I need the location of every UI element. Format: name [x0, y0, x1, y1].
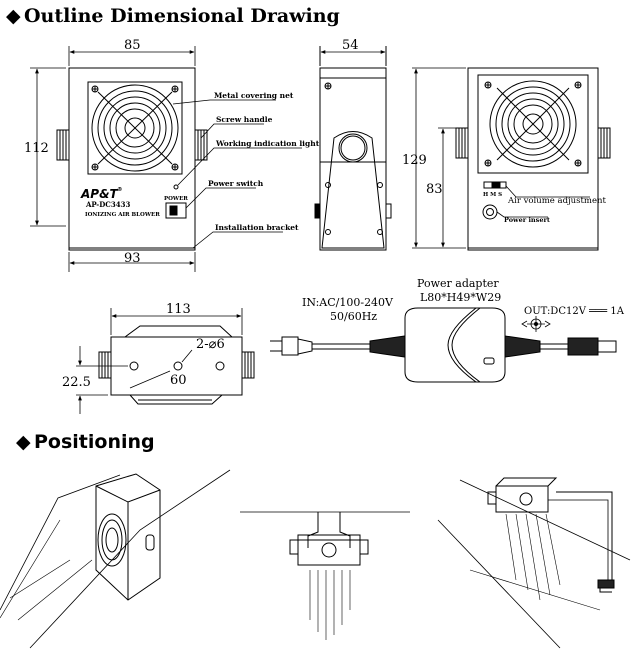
- callout-power-switch: Power switch: [208, 179, 264, 188]
- dc-barrel-connector-icon: [567, 337, 599, 356]
- air-speed-letters: H M S: [483, 192, 502, 198]
- positioning-title: Positioning: [34, 431, 155, 453]
- adapter-size: L80*H49*W29: [420, 291, 501, 304]
- airflow-lines: [309, 570, 351, 640]
- dc-polarity-icon: [530, 318, 542, 330]
- screw-handle-knob-icon: [56, 129, 208, 161]
- model-label: AP-DC3433: [85, 200, 130, 209]
- clamp-icon: [597, 579, 615, 589]
- front-view: [56, 67, 208, 251]
- back-body-outline: [467, 67, 599, 251]
- positioning-overhead-illustration: [240, 511, 410, 640]
- back-fan-housing: [477, 74, 589, 174]
- positioning-section-header: ◆ Positioning: [16, 431, 155, 453]
- bottom-knob-icon: [98, 351, 255, 379]
- indicator-light-icon: [173, 184, 179, 190]
- ac-plug-icon: [281, 336, 299, 356]
- adapter-title: Power adapter: [417, 277, 499, 290]
- front-dimension-lines: [30, 46, 196, 272]
- bench-airflow-lines: [505, 513, 561, 601]
- power-insert-label: Power insert: [504, 216, 550, 224]
- bullet-diamond-icon: ◆: [6, 5, 21, 27]
- adapter-body: [404, 307, 506, 383]
- adapter-input-voltage: IN:AC/100-240V: [302, 296, 394, 309]
- power-adapter-drawing: [270, 307, 617, 383]
- callout-screw-handle: Screw handle: [216, 115, 273, 124]
- outline-section-header: ◆ Outline Dimensional Drawing: [6, 5, 340, 27]
- hole-spacing-dim: 60: [170, 373, 187, 388]
- side-bracket-outline: [321, 131, 385, 249]
- hole-spec-label: 2-⌀6: [196, 337, 225, 352]
- front-base-dim: 93: [124, 251, 141, 266]
- callout-installation-bracket: Installation bracket: [215, 223, 299, 232]
- back-view: [412, 67, 611, 251]
- front-height-dim: 112: [24, 141, 49, 156]
- bottom-view: [76, 308, 255, 414]
- positioning-desktop-illustration: [0, 469, 231, 649]
- callout-indicator-light: Working indication light: [215, 139, 320, 148]
- front-callout-leaders: [172, 99, 302, 249]
- power-insert-jack-icon: [482, 204, 498, 220]
- mount-hole-icon: [129, 361, 139, 371]
- side-body-outline: [319, 67, 387, 251]
- screw-icon: [91, 85, 179, 171]
- bullet-diamond-icon: ◆: [16, 431, 31, 453]
- brand-registered-mark: ®: [117, 186, 123, 193]
- device-subtitle: IONIZING AIR BLOWER: [85, 212, 160, 218]
- side-knob-icon: [338, 133, 368, 163]
- adapter-output: OUT:DC12V ═══ 1A: [524, 306, 625, 317]
- back-screw-icon: [484, 81, 582, 167]
- callout-metal-net: Metal covering net: [214, 91, 294, 100]
- brand-logo-text: AP&T: [80, 187, 119, 201]
- back-knob-icon: [455, 127, 611, 159]
- front-width-dim: 85: [124, 38, 141, 53]
- fan-grille-outer: [91, 84, 179, 172]
- air-volume-label: Air volume adjustment: [507, 196, 606, 206]
- adapter-input-frequency: 50/60Hz: [330, 310, 377, 323]
- side-depth-dim: 54: [342, 38, 359, 53]
- power-label: POWER: [164, 196, 188, 202]
- hole-offset-dim: 22.5: [62, 375, 91, 390]
- outline-title: Outline Dimensional Drawing: [24, 5, 340, 27]
- positioning-bench-illustration: [437, 477, 631, 649]
- side-view: [314, 46, 392, 251]
- bench-blower: [495, 485, 549, 513]
- power-switch: [165, 202, 187, 219]
- blower-on-desk: [95, 473, 161, 601]
- fan-housing: [87, 81, 183, 175]
- back-total-height-dim: 129: [402, 153, 427, 168]
- bottom-width-dim: 113: [166, 302, 191, 317]
- back-mount-height-dim: 83: [426, 182, 443, 197]
